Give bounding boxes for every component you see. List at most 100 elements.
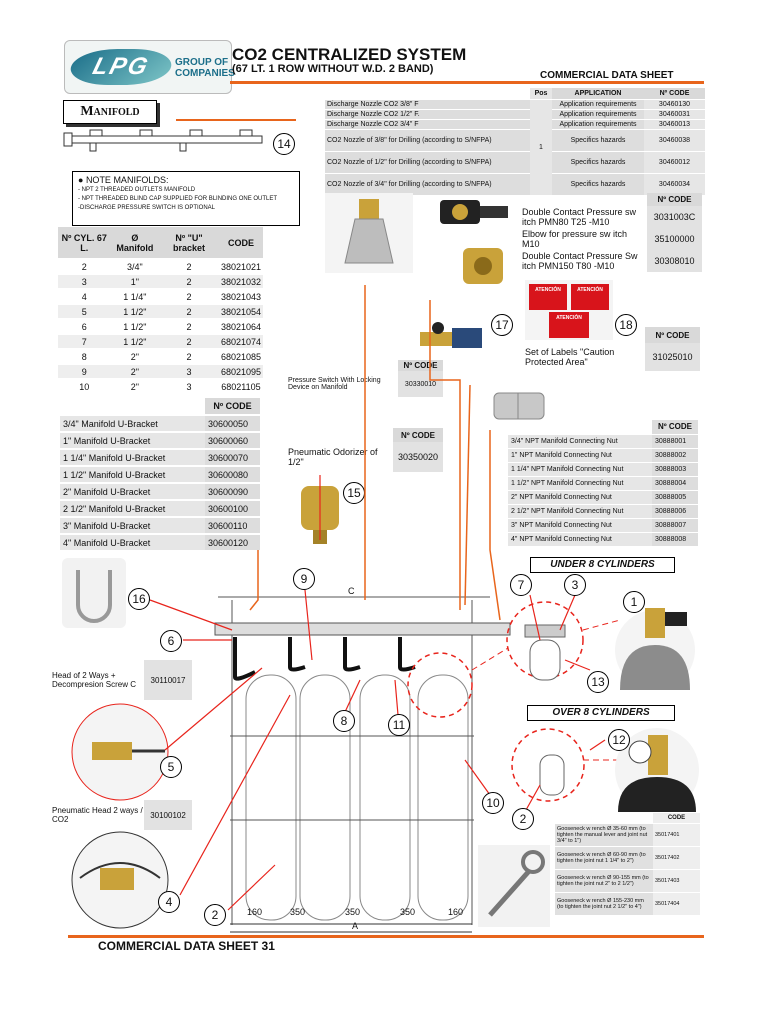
notes-line: -DISCHARGE PRESSURE SWITCH IS OPTIONAL bbox=[78, 205, 216, 211]
callout-9: 9 bbox=[293, 568, 315, 590]
footer-text: COMMERCIAL DATA SHEET 31 bbox=[98, 939, 275, 953]
table-cell: 30600100 bbox=[205, 500, 260, 518]
labels-table: Nº CODE Set of Labels "Caution Protected… bbox=[525, 327, 700, 371]
table-cell: 1 1/2" NPT Manifold Connecting Nut bbox=[508, 476, 652, 491]
manifold-drawing bbox=[63, 129, 263, 152]
table-cell: 38021054 bbox=[218, 304, 263, 320]
dim-label: 350 bbox=[290, 907, 306, 917]
caution-labels-image: ATENCIÓN ATENCIÓN ATENCIÓN bbox=[525, 280, 613, 340]
table-cell: 2" bbox=[110, 349, 160, 365]
gooseneck-wrench-image bbox=[478, 845, 550, 927]
col-header: APPLICATION bbox=[552, 88, 644, 100]
logo-sub-line-2: COMPANIES bbox=[175, 68, 235, 79]
table-cell: 3/4" Manifold U-Bracket bbox=[60, 415, 205, 433]
table-cell: 1 1/4" bbox=[110, 289, 160, 305]
col-header: Nº "U" bracket bbox=[159, 227, 219, 260]
table-header-row: Nº CODE bbox=[525, 327, 700, 343]
callout-14: 14 bbox=[273, 133, 295, 155]
table-cell: 35017404 bbox=[653, 892, 700, 916]
table-cell: 3/4" bbox=[110, 259, 160, 275]
callout-16: 16 bbox=[128, 588, 150, 610]
col-header: Nº CODE bbox=[644, 88, 705, 100]
col-header: Nº CODE bbox=[652, 420, 698, 435]
callout-13: 13 bbox=[587, 671, 609, 693]
table-cell: 3 bbox=[58, 274, 111, 290]
table-cell: 3 bbox=[159, 379, 219, 395]
hoses bbox=[233, 637, 416, 681]
table-row: Gooseneck w rench Ø 35-60 mm (to tighten… bbox=[555, 823, 700, 847]
col-header: Ø Manifold bbox=[110, 227, 160, 260]
table-cell: 1" Manifold U-Bracket bbox=[60, 432, 205, 450]
table-cell: 2" bbox=[110, 379, 160, 395]
table-cell: 1" NPT Manifold Connecting Nut bbox=[508, 448, 652, 463]
table-row: Double Contact Pressure Sw itch PMN150 T… bbox=[522, 250, 702, 272]
table-cell: 5 bbox=[58, 304, 111, 320]
frame bbox=[214, 596, 511, 925]
callout-3: 3 bbox=[564, 574, 586, 596]
callout-11: 11 bbox=[388, 714, 410, 736]
callout-2: 2 bbox=[204, 904, 226, 926]
label-sign: ATENCIÓN bbox=[571, 284, 609, 310]
table-cell: 68021074 bbox=[218, 334, 263, 350]
dimension-line bbox=[230, 923, 472, 933]
pneumatic-head-image bbox=[71, 831, 169, 929]
table-row: Set of Labels "Caution Protected Area"31… bbox=[525, 343, 700, 371]
col-header: Nº CODE bbox=[645, 327, 700, 343]
table-cell: 1 1/2" bbox=[110, 319, 160, 335]
table-cell: 2 1/2" Manifold U-Bracket bbox=[60, 500, 205, 518]
table-cell: 2 bbox=[159, 349, 219, 365]
table-cell: 30888001 bbox=[652, 434, 698, 449]
cylinder-valve-image bbox=[615, 608, 695, 690]
table-row: Gooseneck w rench Ø 60-90 mm (to tighten… bbox=[555, 846, 700, 870]
table-cell: 2 1/2" NPT Manifold Connecting Nut bbox=[508, 504, 652, 519]
callout-4: 4 bbox=[158, 891, 180, 913]
table-cell: 2 bbox=[58, 259, 111, 275]
table-cell: 3" Manifold U-Bracket bbox=[60, 517, 205, 535]
elbow-image bbox=[463, 248, 503, 284]
table-row: Pneumatic Odorizer of 1/2"30350020 bbox=[288, 442, 443, 472]
table-cell: 4 bbox=[58, 289, 111, 305]
col-header: Nº CODE bbox=[393, 428, 443, 442]
company-logo: LPG GROUP OF COMPANIES bbox=[64, 40, 235, 94]
table-cell: 30600080 bbox=[205, 466, 260, 484]
locking-switch-table: Nº CODE Pressure Switch With Locking Dev… bbox=[288, 360, 443, 397]
logo-subtitle: GROUP OF COMPANIES bbox=[175, 57, 235, 79]
over8-label: OVER 8 CYLINDERS bbox=[527, 705, 675, 721]
page-title: CO2 CENTRALIZED SYSTEM bbox=[232, 45, 467, 64]
nozzle-image bbox=[325, 193, 413, 273]
table-cell: 30600090 bbox=[205, 483, 260, 501]
table-cell: 35017401 bbox=[653, 823, 700, 847]
col-header: Nº CODE bbox=[205, 398, 260, 416]
table-header-row: Pos APPLICATION Nº CODE bbox=[325, 88, 705, 100]
table-cell: 3 bbox=[159, 364, 219, 380]
cylinders bbox=[245, 674, 469, 921]
table-cell: 30600110 bbox=[205, 517, 260, 535]
pressure-switch-table: Nº CODE Double Contact Pressure sw itch … bbox=[522, 193, 702, 272]
table-cell: 6 bbox=[58, 319, 111, 335]
nozzle-table: Pos APPLICATION Nº CODE Discharge Nozzle… bbox=[325, 88, 705, 196]
table-cell: 35017403 bbox=[653, 869, 700, 893]
table-cell: 2" NPT Manifold Connecting Nut bbox=[508, 490, 652, 505]
table-cell: 9 bbox=[58, 364, 111, 380]
gooseneck-table: CODE Gooseneck w rench Ø 35-60 mm (to ti… bbox=[555, 813, 700, 916]
col-header: Nº CYL. 67 L. bbox=[58, 227, 111, 260]
table-cell: 30888006 bbox=[652, 504, 698, 519]
